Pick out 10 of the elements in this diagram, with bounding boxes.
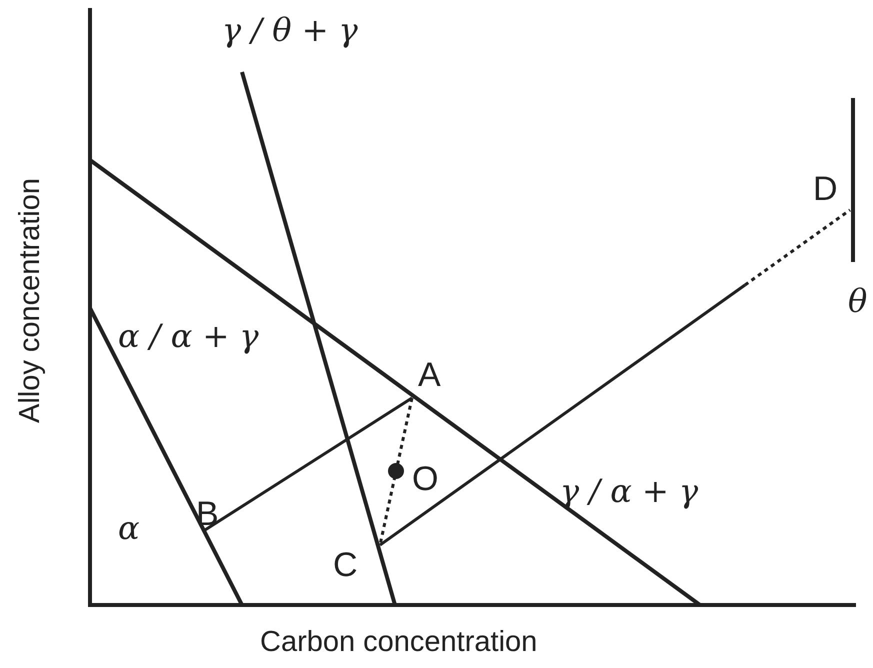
point-label: A <box>418 358 441 392</box>
point-label: O <box>412 462 438 496</box>
phase-boundary-label: γ / θ + γ <box>222 14 358 46</box>
axis-title: Alloy concentration <box>16 177 45 423</box>
phase-boundary-label: α / α + γ <box>118 320 259 352</box>
phase-label: α <box>118 512 140 544</box>
axis-title: Carbon concentration <box>260 628 538 657</box>
phase-label: θ <box>848 285 868 317</box>
point-label: C <box>333 548 358 582</box>
point-label: D <box>813 172 838 206</box>
